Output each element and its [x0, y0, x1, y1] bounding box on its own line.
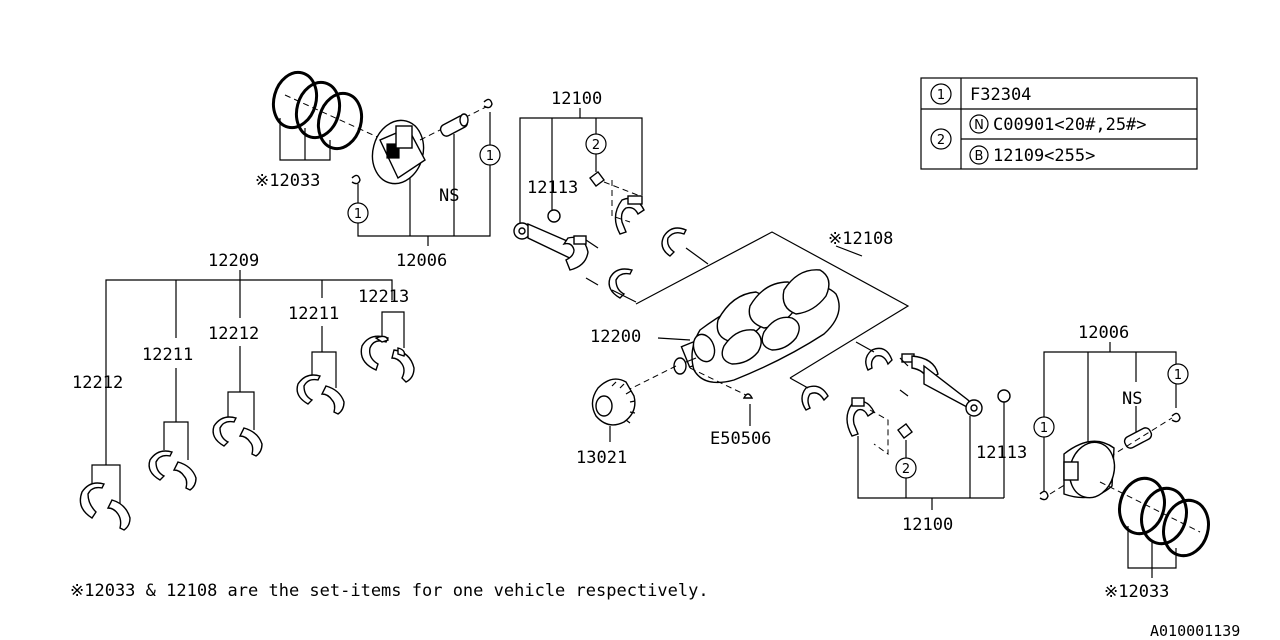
bearing-set-12211-a	[148, 421, 197, 491]
bearing-shell-lower-a	[865, 347, 893, 371]
legend-key-1: 1	[937, 88, 945, 103]
callout-1-top-right: 1	[486, 149, 494, 164]
label-crank-set: ※12108	[828, 229, 893, 249]
label-ns-bottom: NS	[1122, 389, 1142, 409]
label-bearing-12213: 12213	[358, 287, 409, 307]
label-key: E50506	[710, 429, 771, 449]
piston-top	[371, 104, 491, 185]
connecting-rod-top	[513, 209, 599, 286]
legend-key-2: 2	[937, 133, 945, 148]
callout-2-rod-top: 2	[592, 138, 600, 153]
bearing-set-12212-a	[79, 464, 131, 531]
label-bearing-12212-a: 12212	[72, 373, 123, 393]
label-bearing-12211-a: 12211	[142, 345, 193, 365]
bearing-set-12213	[360, 311, 415, 383]
bearing-set-12211-b	[296, 351, 345, 415]
legend-table: 1 F32304 2 N C00901<20#,25#> B 12109<255…	[920, 77, 1198, 170]
piston-rings-bottom	[1099, 476, 1210, 578]
bearing-set-12212-b	[212, 391, 263, 457]
label-sprocket: 13021	[576, 448, 627, 468]
label-rod-group-bottom: 12100	[902, 515, 953, 535]
label-bearings-group: 12209	[208, 251, 259, 271]
crankshaft	[673, 269, 840, 384]
label-piston-bottom: 12006	[1078, 323, 1129, 343]
label-crankshaft: 12200	[590, 327, 641, 347]
legend-value-2b: 12109<255>	[993, 146, 1095, 166]
callout-1-bottom-right: 1	[1174, 368, 1182, 383]
label-rod-bushing-top: 12113	[527, 178, 578, 198]
label-bearing-12212-b: 12212	[208, 324, 259, 344]
rod-cap-bottom	[846, 397, 913, 439]
callout-2-rod-bottom: 2	[902, 462, 910, 477]
callout-1-bottom-left: 1	[1040, 421, 1048, 436]
piston-pin-top	[439, 113, 469, 137]
legend-symbol-b: B	[975, 149, 984, 164]
label-bearing-12211-b: 12211	[288, 304, 339, 324]
bearing-shell-upper-a	[661, 227, 687, 257]
bearing-shell-upper-b	[608, 268, 634, 299]
legend-value-1: F32304	[970, 85, 1031, 105]
label-ns-top: NS	[439, 186, 459, 206]
label-rings-top: ※12033	[255, 171, 320, 191]
label-rod-bushing-bottom: 12113	[976, 443, 1027, 463]
woodruff-key	[742, 393, 754, 399]
legend-value-2a: C00901<20#,25#>	[993, 115, 1147, 135]
callout-1-top-left: 1	[354, 207, 362, 222]
bearing-shell-lower-b	[801, 385, 829, 411]
diagram-id: A010001139	[1150, 622, 1240, 640]
label-rings-bottom: ※12033	[1104, 582, 1169, 602]
footnote: ※12033 & 12108 are the set-items for one…	[70, 581, 709, 601]
connecting-rod-bottom	[899, 353, 1011, 417]
crank-sprocket	[591, 378, 636, 426]
legend-symbol-n: N	[974, 118, 984, 133]
piston-bottom	[1063, 440, 1116, 499]
label-rod-group-top: 12100	[551, 89, 602, 109]
snap-ring-bottom	[1039, 412, 1181, 501]
rod-cap-top	[589, 171, 645, 235]
label-piston-top: 12006	[396, 251, 447, 271]
snap-ring-top	[351, 98, 493, 185]
